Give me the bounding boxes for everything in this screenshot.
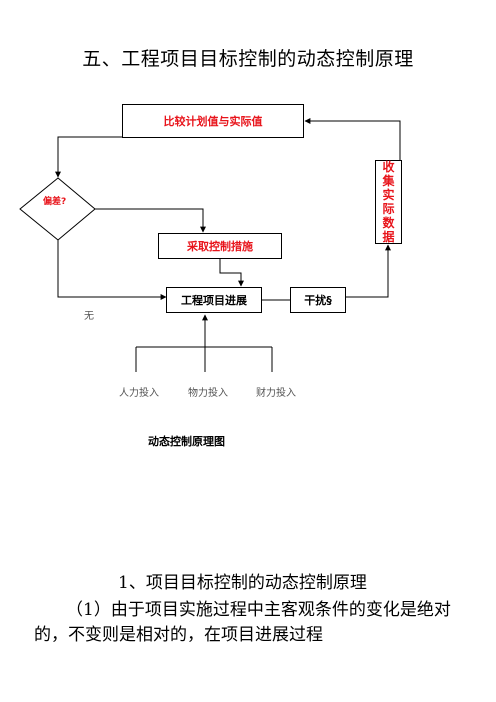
interference-to-collect-connector xyxy=(346,244,391,298)
compare-box: 比较计划值与实际值 xyxy=(122,104,304,138)
input-manpower-label: 人力投入 xyxy=(119,388,159,399)
collect-char-5: 数 xyxy=(382,216,395,230)
input-finance-label: 财力投入 xyxy=(256,388,296,399)
collect-char-4: 际 xyxy=(382,202,395,216)
collect-to-compare-connector xyxy=(304,118,401,160)
collect-char-3: 实 xyxy=(382,188,395,202)
body-paragraph: （1）由于项目实施过程中主客观条件的变化是绝对的，不变则是相对的，在项目进展过程 xyxy=(34,600,451,645)
measures-to-progress-connector xyxy=(219,259,244,287)
collect-data-box: 收 集 实 际 数 据 xyxy=(375,160,402,244)
progress-box: 工程项目进展 xyxy=(166,287,262,313)
diagram-caption: 动态控制原理图 xyxy=(148,435,225,448)
measures-box: 采取控制措施 xyxy=(158,233,282,259)
deviation-diamond-shape xyxy=(19,177,96,241)
collect-char-2: 集 xyxy=(382,174,395,188)
deviation-label: 偏差? xyxy=(43,197,67,207)
page-title: 五、工程项目目标控制的动态控制原理 xyxy=(82,48,414,70)
interference-box: 干扰§ xyxy=(290,287,346,313)
compare-to-diamond-connector xyxy=(55,136,122,178)
diamond-to-measures-connector xyxy=(95,208,206,233)
collect-char-6: 据 xyxy=(382,230,395,244)
input-material-label: 物力投入 xyxy=(188,388,228,399)
no-deviation-label: 无 xyxy=(84,311,94,322)
no-deviation-connector xyxy=(57,240,167,300)
section-heading: 1、项目目标控制的动态控制原理 xyxy=(118,573,367,593)
collect-char-1: 收 xyxy=(382,160,395,174)
